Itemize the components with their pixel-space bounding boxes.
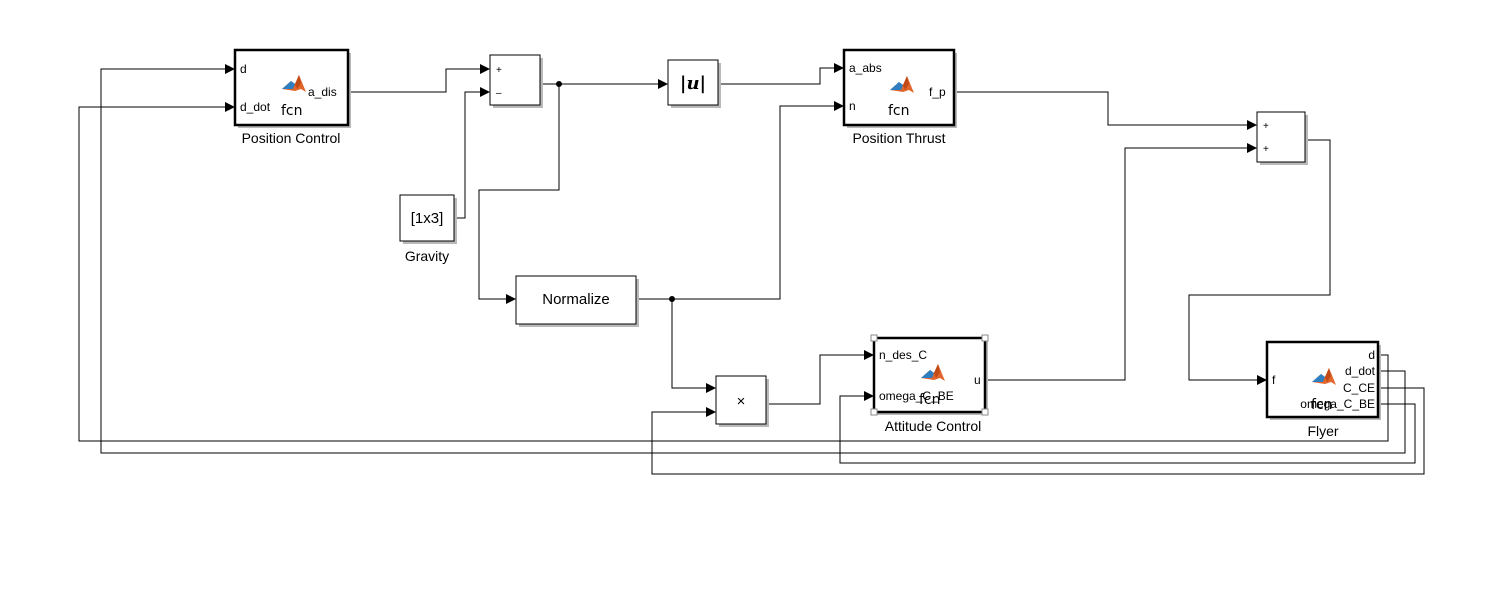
port-c-ce: C_CE (1343, 381, 1375, 395)
wire-flyer-omega-to-attitude-control[interactable] (839, 395, 1416, 464)
port-d: d (1368, 348, 1375, 362)
signal-lines (78, 67, 1425, 475)
wire-a-dis-to-sum1[interactable] (349, 68, 482, 93)
port-a-abs: a_abs (849, 61, 882, 75)
position-control-block[interactable]: d d_dot a_dis fcn Position Control (233, 48, 351, 146)
port-u: u (974, 373, 981, 387)
wire-abs-to-position-thrust[interactable] (718, 67, 836, 85)
port-a-dis: a_dis (308, 85, 337, 99)
sum2-block[interactable]: + + (1256, 111, 1308, 165)
flyer-name[interactable]: Flyer (1307, 423, 1338, 439)
wire-flyer-d-dot-to-position-control[interactable] (100, 68, 1406, 454)
wire-product-to-attitude-control[interactable] (766, 354, 866, 405)
fcn-label: fcn (919, 392, 941, 408)
port-n: n (849, 99, 856, 113)
port-n-des-c: n_des_C (879, 348, 927, 362)
selection-handle[interactable] (870, 408, 878, 416)
selection-handle[interactable] (981, 408, 989, 416)
position-control-name[interactable]: Position Control (242, 130, 341, 146)
wire-flyer-c-ce-to-product[interactable] (651, 387, 1425, 475)
abs-label: |u| (680, 73, 706, 94)
abs-block[interactable]: |u| (667, 59, 721, 108)
normalize-block[interactable]: Normalize (515, 275, 639, 327)
port-d: d (240, 62, 247, 76)
sum2-sign-plus: + (1263, 121, 1269, 132)
sum2-sign-plus: + (1263, 144, 1269, 155)
branch-point (556, 81, 562, 87)
wire-u-to-sum2[interactable] (988, 147, 1249, 381)
attitude-control-block[interactable]: n_des_C omega_C_BE u fcn Attitude Contro… (870, 334, 989, 434)
wire-gravity-to-sum1[interactable] (457, 91, 482, 219)
port-d-dot: d_dot (1345, 364, 1376, 378)
position-thrust-name[interactable]: Position Thrust (852, 130, 945, 146)
port-omega-c-be: omega_C_BE (1300, 397, 1375, 411)
sum1-block[interactable]: + – (489, 54, 543, 108)
port-f: f (1272, 373, 1276, 387)
attitude-control-name[interactable]: Attitude Control (885, 418, 982, 434)
port-d-dot: d_dot (240, 100, 271, 114)
wire-normalize-to-position-thrust[interactable] (636, 105, 836, 300)
gravity-value: [1x3] (411, 210, 444, 227)
fcn-label: fcn (281, 103, 303, 119)
port-f-p: f_p (929, 85, 946, 99)
normalize-label: Normalize (542, 291, 610, 308)
product-label: × (737, 393, 746, 410)
port-omega-c-be: omega_C_BE (879, 389, 954, 403)
fcn-label: fcn (888, 103, 910, 119)
fcn-label: fcn (1311, 397, 1333, 413)
gravity-name[interactable]: Gravity (405, 248, 449, 264)
selection-handle[interactable] (870, 334, 878, 342)
wire-sum2-to-flyer[interactable] (1188, 139, 1331, 381)
wire-flyer-d-to-position-control[interactable] (78, 106, 1389, 442)
wire-branch-to-normalize[interactable] (478, 84, 560, 300)
gravity-block[interactable]: [1x3] Gravity (399, 194, 457, 264)
arrowheads (225, 63, 1267, 417)
wire-f-p-to-sum2[interactable] (957, 91, 1249, 126)
product-block[interactable]: × (715, 375, 769, 427)
sum1-sign-minus: – (496, 88, 502, 99)
position-thrust-block[interactable]: a_abs n f_p fcn Position Thrust (842, 48, 957, 146)
selection-handle[interactable] (981, 334, 989, 342)
flyer-block[interactable]: f d d_dot C_CE omega_C_BE fcn Flyer (1265, 340, 1381, 439)
wire-normalize-to-product[interactable] (671, 299, 708, 389)
branch-point (669, 296, 675, 302)
sum1-sign-plus: + (496, 65, 502, 76)
